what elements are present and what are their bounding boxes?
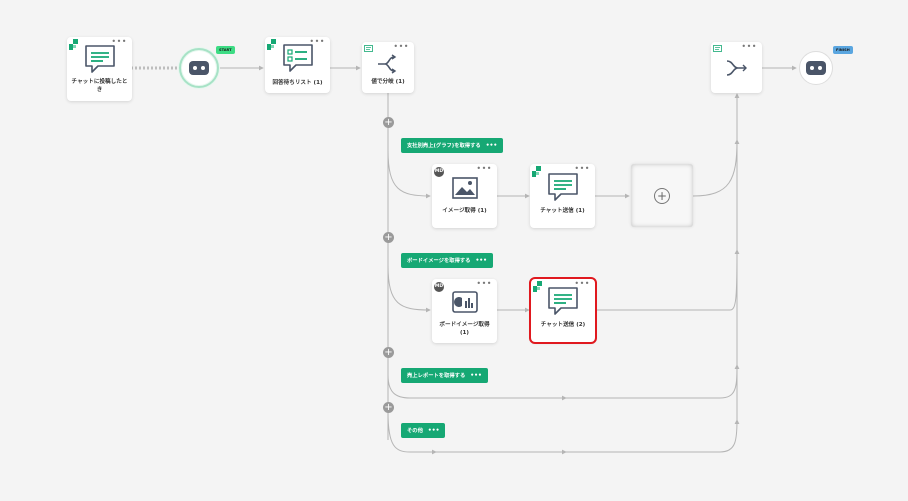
node-label: 回答待ちリスト (1) xyxy=(272,80,323,86)
node-label: チャット送信 (1) xyxy=(540,208,585,214)
branch-label-2[interactable]: ボードイメージを取得する ••• xyxy=(401,253,493,268)
add-branch-button-1[interactable]: + xyxy=(383,117,394,128)
image-icon xyxy=(451,177,478,199)
chat-bubble-icon xyxy=(548,287,578,315)
branch-connector-2 xyxy=(387,264,431,313)
finish-bot[interactable] xyxy=(799,51,833,85)
branch-label-3[interactable]: 売上レポートを取得する ••• xyxy=(401,368,488,383)
app-tag-icon xyxy=(532,166,541,177)
node-merge[interactable]: ••• xyxy=(711,42,762,93)
branch-label-text: 売上レポートを取得する xyxy=(407,373,466,379)
node-chat-post-trigger[interactable]: ••• チャットに投稿したとき xyxy=(67,37,132,101)
branch-connector-1 xyxy=(387,149,431,199)
node-reply-list[interactable]: ••• 回答待ちリスト (1) xyxy=(265,37,330,93)
node-image-get[interactable]: MD ••• イメージ取得 (1) xyxy=(432,164,497,228)
empty-add-node-slot[interactable]: + xyxy=(631,164,693,227)
node-label: 値で分岐 (1) xyxy=(371,79,405,85)
node-label: チャット送信 (2) xyxy=(540,322,586,328)
branch-menu-icon[interactable]: ••• xyxy=(475,257,487,264)
node-board-image-get[interactable]: MD ••• ボードイメージ取得 (1) xyxy=(432,279,497,343)
branch-label-4[interactable]: その他 ••• xyxy=(401,423,446,438)
add-branch-button-3[interactable]: + xyxy=(383,347,394,358)
node-menu-icon[interactable]: ••• xyxy=(309,37,325,46)
merge-connector-1 xyxy=(692,139,740,197)
board-chart-icon xyxy=(451,291,478,313)
node-menu-icon[interactable]: ••• xyxy=(476,279,492,288)
branch-menu-icon[interactable]: ••• xyxy=(427,427,440,434)
branch-split-icon xyxy=(378,54,397,74)
merge-connector-2 xyxy=(596,249,740,311)
md-tag: MD xyxy=(434,282,444,292)
add-node-icon[interactable]: + xyxy=(654,187,670,204)
app-tag-icon xyxy=(533,281,542,292)
app-tag-icon xyxy=(267,39,276,50)
node-label: ボードイメージ取得 (1) xyxy=(439,322,490,336)
start-badge: START xyxy=(216,46,235,54)
merge-icon xyxy=(726,60,747,76)
branch-label-text: その他 xyxy=(407,428,423,434)
branch-menu-icon[interactable]: ••• xyxy=(485,142,498,149)
node-menu-icon[interactable]: ••• xyxy=(111,37,127,46)
document-tag-icon xyxy=(713,45,722,52)
branch-label-text: ボードイメージを取得する xyxy=(407,258,471,264)
node-chat-send-1[interactable]: ••• チャット送信 (1) xyxy=(530,164,595,228)
start-bot[interactable] xyxy=(182,51,216,85)
chat-bubble-icon xyxy=(84,45,115,73)
chat-bubble-icon xyxy=(547,173,578,201)
bot-icon xyxy=(806,61,826,75)
md-tag: MD xyxy=(434,167,444,177)
node-menu-icon[interactable]: ••• xyxy=(393,42,409,51)
branch-label-1[interactable]: 支社別売上(グラフ)を取得する ••• xyxy=(401,138,504,153)
app-tag-icon xyxy=(69,39,78,50)
node-menu-icon[interactable]: ••• xyxy=(741,42,757,51)
node-label: イメージ取得 (1) xyxy=(442,208,487,214)
node-label: チャットに投稿したとき xyxy=(71,79,128,93)
node-menu-icon[interactable]: ••• xyxy=(574,279,590,288)
node-menu-icon[interactable]: ••• xyxy=(476,164,492,173)
finish-badge: FINISH xyxy=(833,46,853,54)
node-branch-by-value[interactable]: ••• 値で分岐 (1) xyxy=(362,42,414,93)
branch-menu-icon[interactable]: ••• xyxy=(470,372,482,379)
node-chat-send-2[interactable]: ••• チャット送信 (2) xyxy=(529,277,597,344)
branch-label-text: 支社別売上(グラフ)を取得する xyxy=(407,143,481,149)
add-branch-button-4[interactable]: + xyxy=(383,402,394,413)
node-menu-icon[interactable]: ••• xyxy=(574,164,590,173)
add-branch-button-2[interactable]: + xyxy=(383,232,394,243)
checklist-icon xyxy=(282,44,313,72)
bot-icon xyxy=(189,61,209,75)
document-tag-icon xyxy=(364,45,373,52)
